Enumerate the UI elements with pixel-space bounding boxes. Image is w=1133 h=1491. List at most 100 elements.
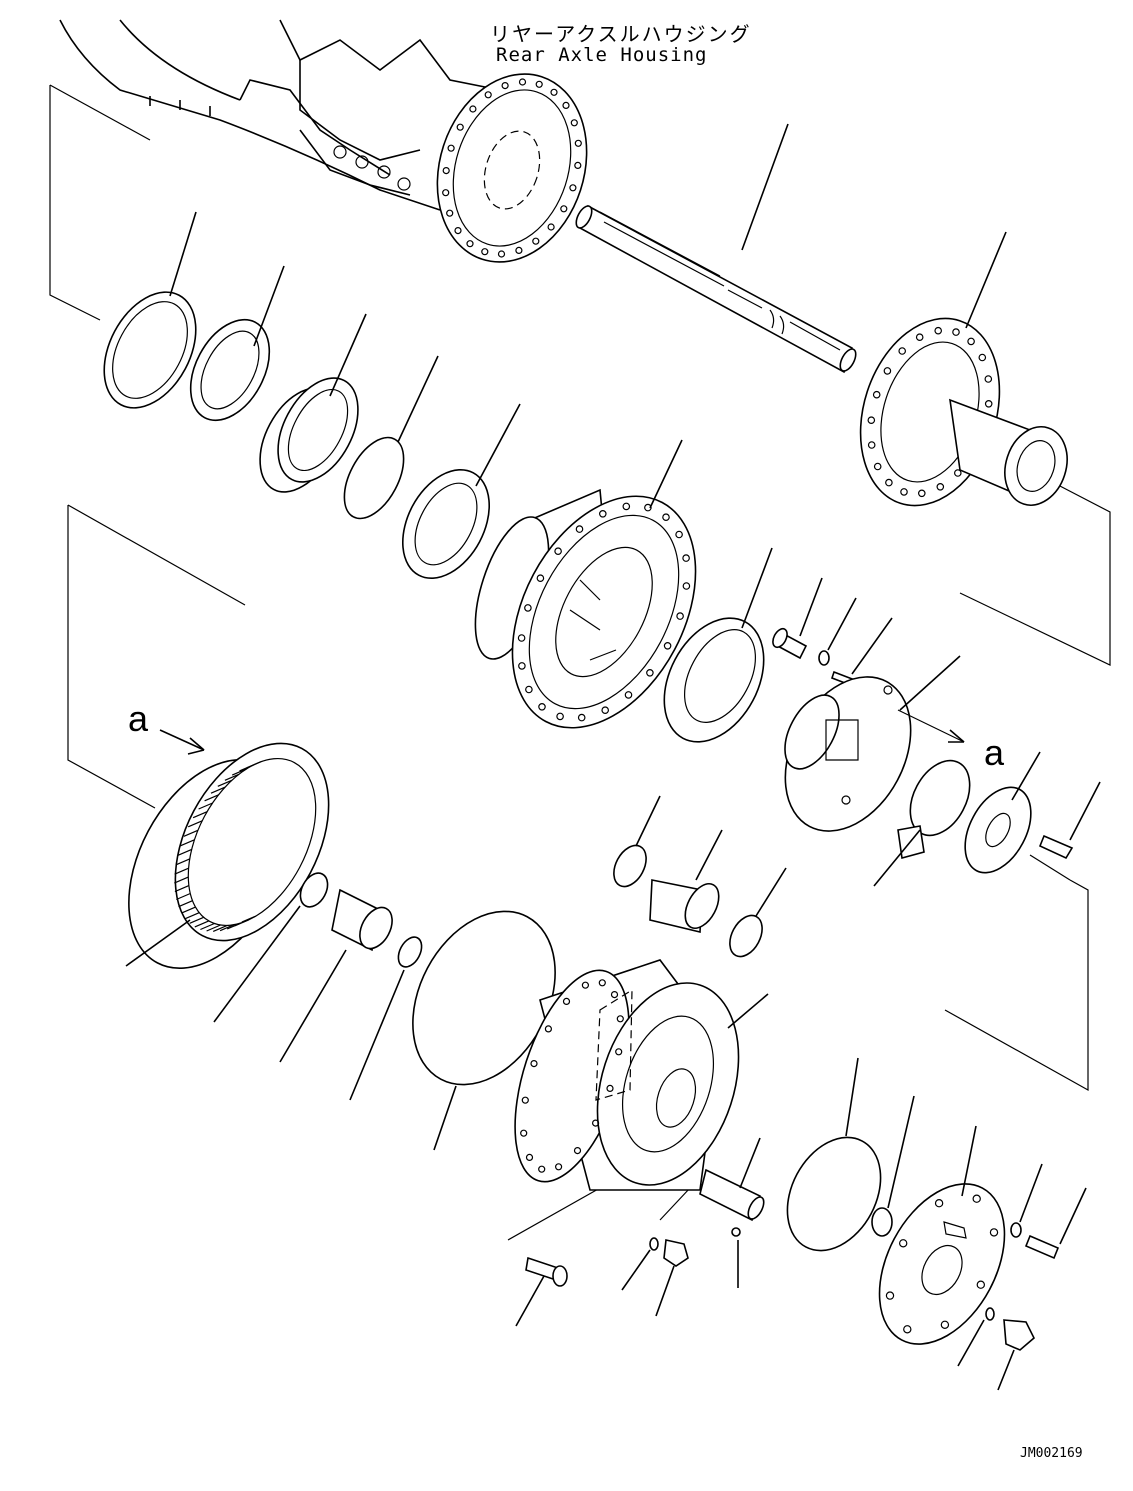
bolt-hole	[539, 1166, 545, 1172]
gear-tooth	[218, 780, 232, 786]
bolt-hole	[919, 490, 925, 496]
bolt-hole	[886, 479, 892, 485]
gear-tooth	[182, 907, 196, 913]
bolt-hole	[968, 338, 974, 344]
gear-tooth	[185, 913, 199, 919]
bolt-hole	[576, 526, 582, 532]
bolt-hole	[868, 417, 874, 423]
ball-1	[732, 1228, 740, 1288]
bolt-hole	[443, 168, 449, 174]
bolt-hole	[986, 401, 992, 407]
bolt-hole	[979, 354, 985, 360]
bolt-hole	[977, 1281, 984, 1288]
gear-tooth	[199, 803, 213, 809]
bolt-hole	[548, 224, 554, 230]
bolt-hole	[502, 83, 508, 89]
bolt-4	[516, 1258, 567, 1326]
bolt-hole	[625, 692, 631, 698]
gear-tooth	[211, 787, 225, 793]
gear-tooth	[179, 901, 193, 907]
callout-a-left: a	[128, 698, 149, 739]
bolt-hole	[455, 228, 461, 234]
bolt-hole	[973, 1195, 980, 1202]
bolt-hole	[555, 548, 561, 554]
bolt-hole	[521, 1130, 527, 1136]
washer-1	[819, 598, 856, 665]
bolt-hole	[579, 714, 585, 720]
bolt-hole	[899, 348, 905, 354]
gear-tooth	[178, 849, 192, 855]
cover-plate	[952, 752, 1045, 884]
bolt-hole	[645, 504, 651, 510]
gear-tooth	[242, 916, 256, 922]
washer-4	[622, 1238, 658, 1290]
rear-axle-housing	[60, 20, 610, 282]
gear-tooth	[195, 921, 209, 927]
gear-tooth	[188, 821, 202, 827]
snap-ring-1	[350, 933, 426, 1100]
bolt-hole	[869, 442, 875, 448]
nut-2	[656, 1240, 688, 1316]
bolt-hole	[623, 503, 629, 509]
gear-tooth	[247, 762, 261, 768]
o-ring-1	[332, 356, 438, 528]
bolt-hole	[457, 124, 463, 130]
gear-tooth	[176, 894, 190, 900]
drawing-number: JM002169	[1020, 1446, 1083, 1461]
bolt-hole	[612, 992, 618, 998]
end-cover	[854, 1126, 1030, 1365]
ring-gear	[96, 717, 360, 995]
gear-tooth	[227, 923, 241, 929]
bolt-hole	[904, 1326, 911, 1333]
bolt-hole	[556, 1164, 562, 1170]
bolt-hole	[522, 1097, 528, 1103]
bolt-1	[770, 578, 822, 658]
axle-shaft	[573, 124, 859, 373]
bolt-hole	[582, 982, 588, 988]
bolt-hole	[575, 162, 581, 168]
bolt-hole	[557, 713, 563, 719]
gear-tooth	[220, 925, 234, 931]
bolt-hole	[901, 489, 907, 495]
bolt-hole	[600, 511, 606, 517]
planet-pin	[700, 1138, 767, 1221]
bolt-hole	[526, 686, 532, 692]
bolt-hole	[900, 1240, 907, 1247]
bolt-hole	[886, 1292, 893, 1299]
planet-carrier	[760, 655, 964, 852]
bolt-hole	[875, 463, 881, 469]
bearing-cone-1	[385, 404, 520, 593]
wheel-flange	[838, 232, 1077, 524]
bolt-hole	[953, 329, 959, 335]
bolt-hole	[570, 185, 576, 191]
gear-tooth	[175, 868, 189, 874]
bearing-cone-2	[607, 796, 660, 892]
bolt-hole	[561, 206, 567, 212]
bolt-hole	[467, 241, 473, 247]
bolt-hole	[683, 583, 689, 589]
gear-tooth	[184, 830, 198, 836]
gear-tooth	[176, 859, 190, 865]
bearing-race-small	[214, 868, 333, 1022]
gear-tooth	[180, 840, 194, 846]
bolt-hole	[571, 120, 577, 126]
bolt-hole	[485, 92, 491, 98]
planet-housing	[492, 957, 768, 1204]
bolt-hole	[525, 605, 531, 611]
gear-tooth	[225, 774, 239, 780]
assembly-bracket-lines	[50, 85, 1110, 1240]
plug-1	[872, 1096, 914, 1236]
bolt-3	[1026, 1188, 1086, 1258]
bolt-hole	[563, 102, 569, 108]
gear-tooth	[190, 917, 204, 923]
bolt-hole	[647, 670, 653, 676]
bolt-2	[1040, 782, 1100, 858]
bolt-hole	[936, 1200, 943, 1207]
bearing-cone-3	[723, 868, 786, 962]
housing-label-jp: リヤーアクスルハウジング	[490, 22, 752, 46]
bolt-hole	[937, 484, 943, 490]
gear-tooth	[175, 886, 189, 892]
o-ring-cover	[769, 1058, 900, 1267]
